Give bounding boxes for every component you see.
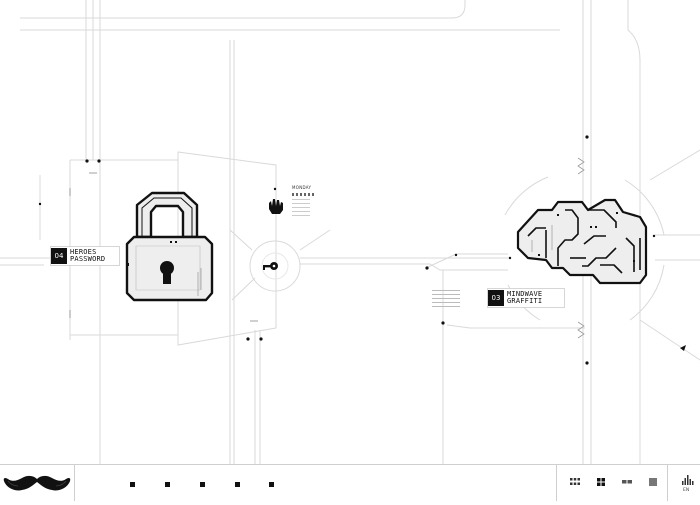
brain-icon[interactable] <box>516 198 648 285</box>
language-switch[interactable]: EN <box>676 465 700 501</box>
project-card-heroes-password[interactable]: 04 HEROES PASSWORD <box>50 246 120 266</box>
mustache-logo-icon <box>3 475 71 491</box>
list-icon[interactable] <box>621 476 633 488</box>
project-title: HEROES PASSWORD <box>70 248 106 263</box>
grid-small-icon[interactable] <box>569 476 581 488</box>
project-card-mindwave-graffiti[interactable]: 03 MINDWAVE GRAFFITI <box>487 288 565 308</box>
hand-icon[interactable] <box>269 199 283 214</box>
panel-detail-text <box>292 199 310 217</box>
nav-dot-5[interactable] <box>269 482 274 487</box>
project-number: 03 <box>488 290 504 306</box>
view-mode-group <box>556 465 668 501</box>
nav-dot-3[interactable] <box>200 482 205 487</box>
project-title: MINDWAVE GRAFFITI <box>507 290 543 305</box>
lock-dial-circle <box>249 240 301 292</box>
nav-dot-4[interactable] <box>235 482 240 487</box>
single-icon[interactable] <box>647 476 659 488</box>
brain-detail-text <box>432 290 460 308</box>
bars-icon <box>682 475 694 485</box>
nav-dot-2[interactable] <box>165 482 170 487</box>
lock-icon[interactable] <box>125 191 214 302</box>
key-icon[interactable] <box>263 262 278 270</box>
project-number: 04 <box>51 248 67 264</box>
nav-dot-1[interactable] <box>130 482 135 487</box>
footer-bar: EN <box>0 464 700 501</box>
logo-cell[interactable] <box>0 465 75 501</box>
day-label: MONDAY <box>292 185 312 190</box>
day-progress-dots <box>292 193 314 196</box>
grid-large-icon[interactable] <box>595 476 607 488</box>
language-label: EN <box>683 488 690 493</box>
circuit-nodes <box>38 135 656 365</box>
